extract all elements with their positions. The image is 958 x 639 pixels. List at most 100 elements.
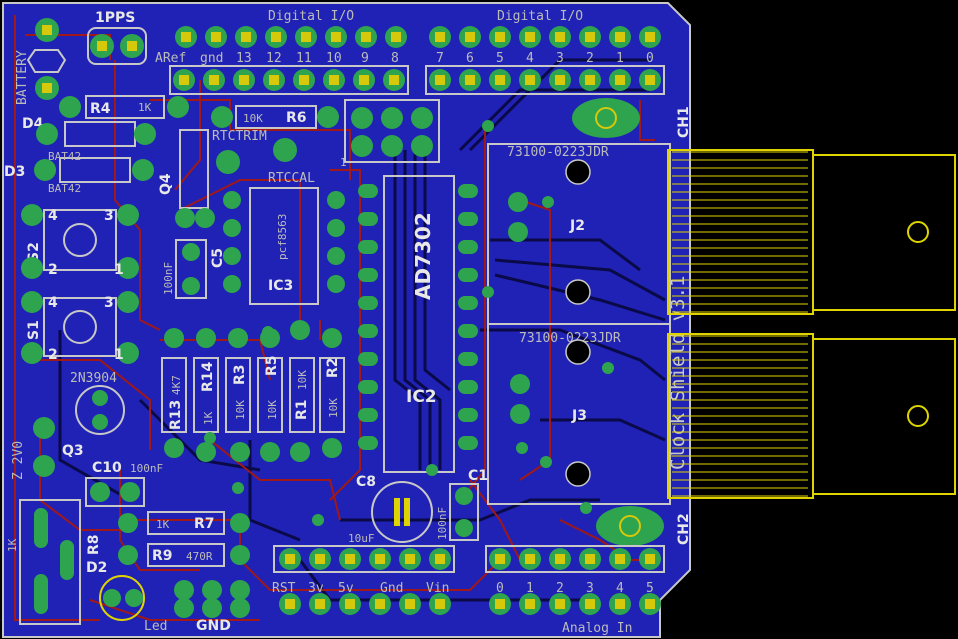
j2-label: J2 [569, 218, 585, 234]
pad [103, 589, 121, 607]
rtctrim-label: RTCTRIM [212, 129, 267, 144]
c8-plate [404, 498, 410, 526]
pin-label: 11 [296, 51, 312, 66]
ic3-label: IC3 [268, 278, 293, 294]
led-label: Led [144, 619, 167, 634]
digital-io-header-right: Digital I/O [497, 9, 583, 24]
d3-part: BAT42 [48, 182, 81, 195]
analog-header-pads [489, 548, 661, 615]
pad [92, 390, 108, 406]
c10-body [85, 477, 145, 507]
shield-title: Clock Shield v3.1 [667, 276, 689, 470]
pad [118, 545, 138, 565]
r9-label: R9 [152, 548, 173, 564]
pad [90, 482, 110, 502]
ic2-body [383, 175, 455, 473]
pad [132, 159, 154, 181]
bnc-connector-bottom [667, 333, 956, 499]
s1-pin: 4 [48, 295, 58, 311]
power-pin-label: 3v [308, 581, 324, 596]
pad [34, 574, 48, 614]
d4-part: BAT42 [48, 150, 81, 163]
q4-body [179, 129, 209, 209]
pin-label: 6 [466, 51, 474, 66]
r5-value: 10K [266, 400, 279, 420]
ch1-ring [595, 107, 617, 129]
s2-pads [21, 204, 139, 279]
icsp-outline [344, 99, 440, 163]
pad [317, 106, 339, 128]
pin-label: 12 [266, 51, 282, 66]
pin-label: 4 [526, 51, 534, 66]
c8-label: C8 [356, 474, 376, 490]
s2-pin: 2 [48, 262, 58, 278]
c1-label: C1 [468, 468, 488, 484]
pad [182, 277, 200, 295]
rtctrim-pad [273, 138, 297, 162]
r14-label: R14 [200, 361, 216, 392]
battery-label: BATTERY [15, 50, 30, 105]
r7-body [147, 511, 225, 535]
pad [36, 123, 58, 145]
ic3-pads [223, 191, 345, 293]
analog-pin-label: 0 [496, 581, 504, 596]
d2-label: D2 [86, 560, 107, 576]
bnc-connector-top [667, 149, 956, 315]
board-substrate [2, 2, 691, 638]
r4-label: R4 [90, 101, 111, 117]
s2-pin: 3 [104, 208, 114, 224]
power-pin-label: RST [272, 581, 296, 596]
analog-pin-label: 1 [526, 581, 534, 596]
r8-value: 1K [6, 538, 19, 552]
icsp-pin1: 1 [340, 156, 347, 169]
zener-label: Z 2V0 [11, 441, 26, 480]
s2-body [43, 209, 117, 271]
rtccal-label: RTCCAL [268, 171, 315, 186]
r8-outline [19, 499, 81, 625]
pin-label: ARef [155, 51, 186, 66]
battery-pads [26, 18, 67, 100]
pin-label: 10 [326, 51, 342, 66]
pad [167, 96, 189, 118]
r8-label: R8 [86, 534, 102, 555]
c5-body [175, 239, 207, 299]
ic3-part: pcf8563 [276, 214, 289, 260]
power-pin-label: Gnd [380, 581, 403, 596]
power-pin-label: 5v [338, 581, 354, 596]
pad [33, 417, 55, 439]
header-top-row [175, 26, 661, 48]
ic3-body [249, 187, 319, 305]
icsp-pads [351, 107, 433, 157]
r1-label: R1 [294, 399, 310, 420]
d3-label: D3 [4, 164, 25, 180]
pin-label: 1 [616, 51, 624, 66]
analog-in-label: Analog In [562, 621, 632, 636]
j2-part: 73100-0223JDR [507, 145, 609, 160]
digital-header-outline-left [169, 65, 409, 95]
ic2-part: AD7302 [411, 212, 435, 300]
power-header-outline [273, 545, 455, 573]
s1-label: S1 [26, 320, 42, 340]
c1-value: 100nF [436, 507, 449, 540]
digital-header-outline-right [425, 65, 665, 95]
r9-value: 470R [186, 550, 213, 563]
pad [34, 159, 56, 181]
pad [60, 540, 74, 580]
r7-label: R7 [194, 516, 215, 532]
pad [211, 106, 233, 128]
j3-part: 73100-0223JDR [519, 331, 621, 346]
s1-body [43, 297, 117, 357]
r6-label: R6 [286, 110, 307, 126]
pps-label: 1PPS [95, 10, 135, 26]
c10-label: C10 [92, 460, 122, 476]
s1-pads [21, 291, 139, 364]
digital-pin-labels-right: 7 6 5 4 3 2 1 0 [436, 51, 654, 66]
pad [455, 519, 473, 537]
ch1-label: CH1 [676, 106, 692, 138]
r13-label: R13 [168, 400, 184, 430]
q4-label: Q4 [158, 173, 174, 195]
gnd-label: GND [196, 618, 231, 634]
power-pin-label: Vin [426, 581, 449, 596]
analog-header-outline [485, 545, 665, 573]
